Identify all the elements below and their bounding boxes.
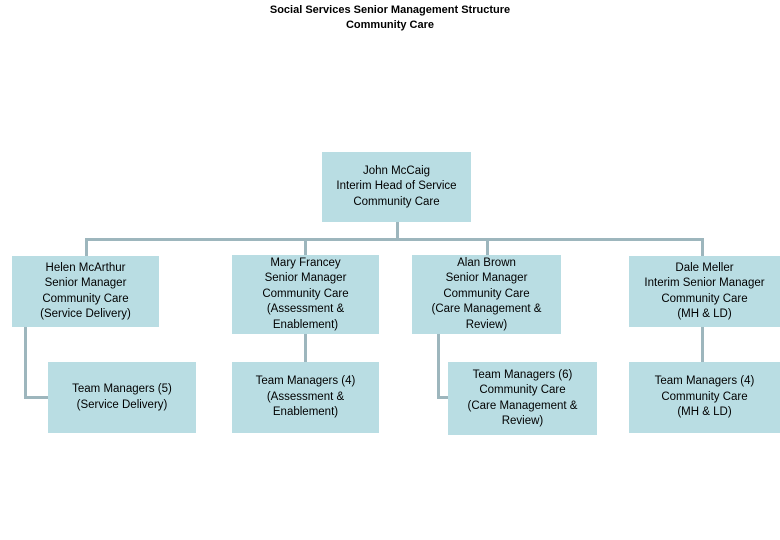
node-head-line-3: Community Care (353, 195, 440, 208)
node-manager-helen-mcarthur[interactable]: Helen McArthur Senior Manager Community … (12, 256, 159, 327)
node-manager-2-line-5: Review) (465, 318, 508, 331)
node-manager-2-line-4: (Care Management & (431, 303, 542, 316)
connector-drop-dale-meller (701, 238, 704, 257)
node-team-1-line-3: Enablement) (272, 406, 339, 419)
connector-drop-alan-brown (486, 238, 489, 257)
chart-title-line-2: Community Care (345, 19, 435, 31)
node-manager-3-line-2: Interim Senior Manager (644, 277, 765, 289)
node-manager-1-line-3: Community Care (262, 287, 349, 300)
node-manager-3-line-1: Dale Meller (675, 261, 734, 274)
node-manager-0-line-4: (Service Delivery) (40, 308, 131, 320)
node-manager-2-line-1: Alan Brown (457, 256, 516, 269)
node-manager-2-line-3: Community Care (443, 287, 530, 300)
connector-level2-bus (85, 238, 704, 241)
node-manager-2-line-2: Senior Manager (445, 272, 528, 285)
node-manager-1-line-4: (Assessment & (266, 303, 345, 316)
node-team-0-line-2: (Service Delivery) (76, 398, 168, 411)
node-manager-0-line-1: Helen McArthur (45, 261, 126, 274)
connector-elbow-helen-horizontal (24, 396, 48, 399)
node-manager-0-line-3: Community Care (42, 292, 129, 305)
node-manager-3-line-4: (MH & LD) (677, 308, 732, 320)
connector-head-stem (396, 222, 399, 239)
node-team-care-management-review[interactable]: Team Managers (6) Community Care (Care M… (448, 362, 597, 435)
node-team-3-line-2: Community Care (661, 390, 748, 403)
node-head-of-service[interactable]: John McCaig Interim Head of Service Comm… (322, 152, 471, 222)
connector-drop-helen-mcarthur (85, 238, 88, 257)
chart-title: Social Services Senior Management Struct… (0, 3, 780, 33)
node-manager-1-line-1: Mary Francey (270, 256, 341, 269)
node-team-1-line-2: (Assessment & (266, 390, 345, 403)
node-manager-1-line-5: Enablement) (272, 318, 339, 331)
node-team-1-line-1: Team Managers (4) (255, 375, 356, 388)
connector-elbow-alan-horizontal (437, 396, 451, 399)
connector-mary-vertical (304, 334, 307, 362)
node-manager-dale-meller[interactable]: Dale Meller Interim Senior Manager Commu… (629, 256, 780, 327)
node-manager-0-line-2: Senior Manager (44, 277, 127, 289)
node-head-line-1: John McCaig (362, 164, 431, 177)
connector-elbow-helen-vertical (24, 327, 27, 399)
node-team-mh-ld[interactable]: Team Managers (4) Community Care (MH & L… (629, 362, 780, 433)
node-manager-alan-brown[interactable]: Alan Brown Senior Manager Community Care… (412, 255, 561, 334)
node-team-assessment-enablement[interactable]: Team Managers (4) (Assessment & Enableme… (232, 362, 379, 433)
connector-dale-vertical (701, 327, 704, 362)
connector-elbow-alan-vertical (437, 334, 440, 399)
node-head-line-2: Interim Head of Service (336, 180, 457, 193)
node-manager-1-line-2: Senior Manager (264, 272, 347, 285)
chart-title-line-1: Social Services Senior Management Struct… (269, 4, 511, 16)
node-manager-mary-francey[interactable]: Mary Francey Senior Manager Community Ca… (232, 255, 379, 334)
node-team-2-line-1: Team Managers (6) (472, 368, 573, 381)
connector-drop-mary-francey (304, 238, 307, 257)
node-team-3-line-1: Team Managers (4) (654, 375, 755, 388)
node-team-2-line-4: Review) (501, 415, 544, 427)
node-team-service-delivery[interactable]: Team Managers (5) (Service Delivery) (48, 362, 196, 433)
node-team-3-line-3: (MH & LD) (677, 406, 732, 419)
node-team-2-line-3: (Care Management & (467, 399, 578, 412)
node-team-2-line-2: Community Care (479, 384, 566, 396)
node-team-0-line-1: Team Managers (5) (72, 383, 172, 395)
node-manager-3-line-3: Community Care (661, 292, 748, 305)
